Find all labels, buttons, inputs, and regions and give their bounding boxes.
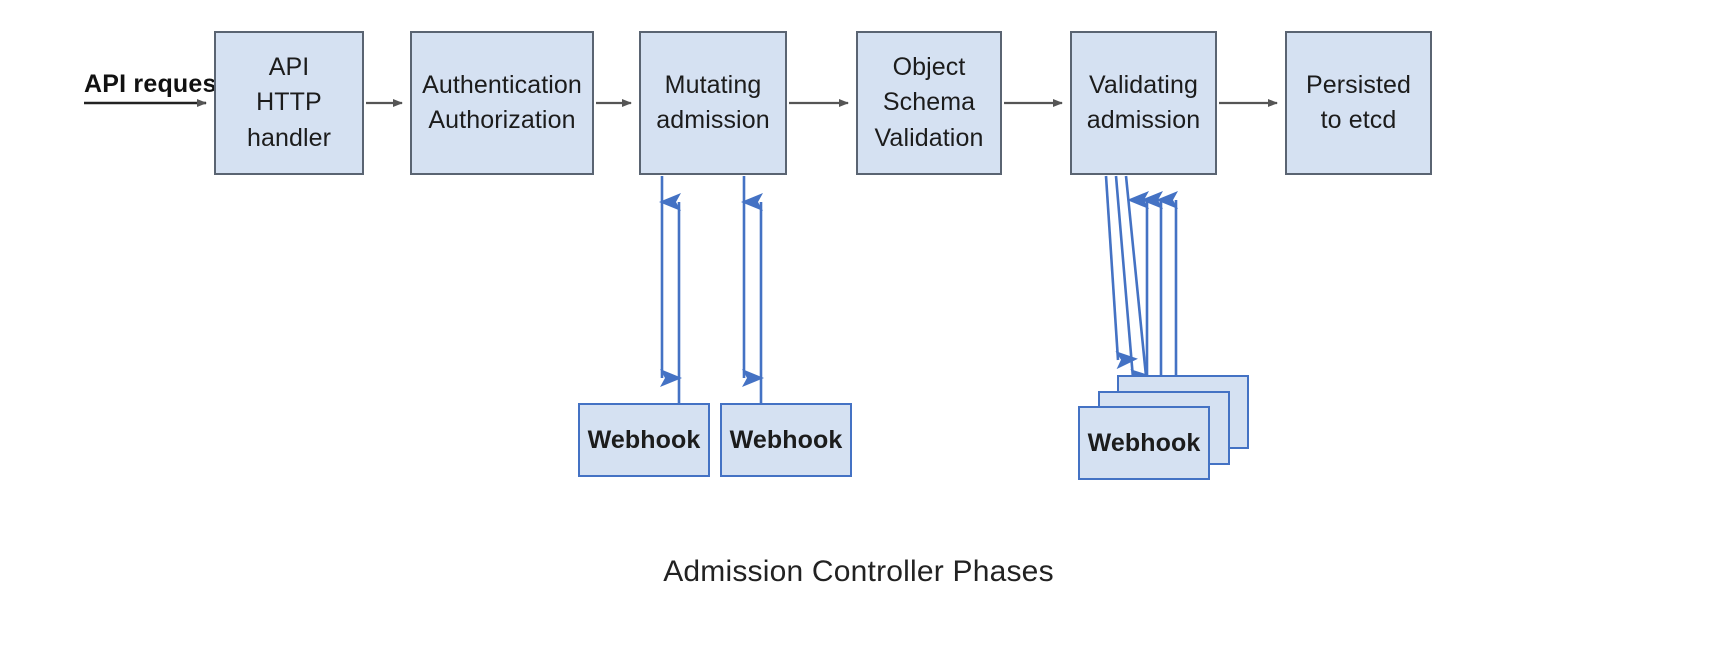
- phase-label-mutating-admission: Mutating admission: [656, 70, 770, 135]
- phase-label-validating-admission: Validating admission: [1086, 70, 1201, 135]
- phase-label-object-schema-validation: Object Schema Validation: [874, 52, 984, 152]
- phase-box-persisted-to-etcd[interactable]: Persisted to etcd: [1285, 31, 1432, 175]
- webhook-box-validating-1[interactable]: Webhook: [1078, 406, 1210, 480]
- phase-box-validating-admission[interactable]: Validating admission: [1070, 31, 1217, 175]
- webhook-connector-validating-call-3: [1124, 175, 1168, 406]
- webhook-label-mutating-1: Webhook: [587, 425, 701, 454]
- webhook-label-validating-1: Webhook: [1087, 428, 1201, 457]
- webhook-connector-validating-call-1: [1104, 175, 1138, 370]
- phase-box-mutating-admission[interactable]: Mutating admission: [639, 31, 787, 175]
- phase-box-api-http-handler[interactable]: API HTTP handler: [214, 31, 364, 175]
- webhook-connector-validating-call-2: [1114, 175, 1153, 388]
- api-request-label: API request: [84, 70, 226, 98]
- diagram-caption: Admission Controller Phases: [663, 555, 1054, 588]
- phase-label-authentication-authorization: Authentication Authorization: [422, 70, 582, 135]
- phase-label-api-http-handler: API HTTP handler: [246, 52, 332, 152]
- phase-label-persisted-to-etcd: Persisted to etcd: [1305, 70, 1412, 135]
- phase-box-object-schema-validation[interactable]: Object Schema Validation: [856, 31, 1002, 175]
- webhook-label-mutating-2: Webhook: [729, 425, 843, 454]
- phase-box-authentication-authorization[interactable]: Authentication Authorization: [410, 31, 594, 175]
- webhook-box-mutating-2[interactable]: Webhook: [720, 403, 852, 477]
- webhook-box-mutating-1[interactable]: Webhook: [578, 403, 710, 477]
